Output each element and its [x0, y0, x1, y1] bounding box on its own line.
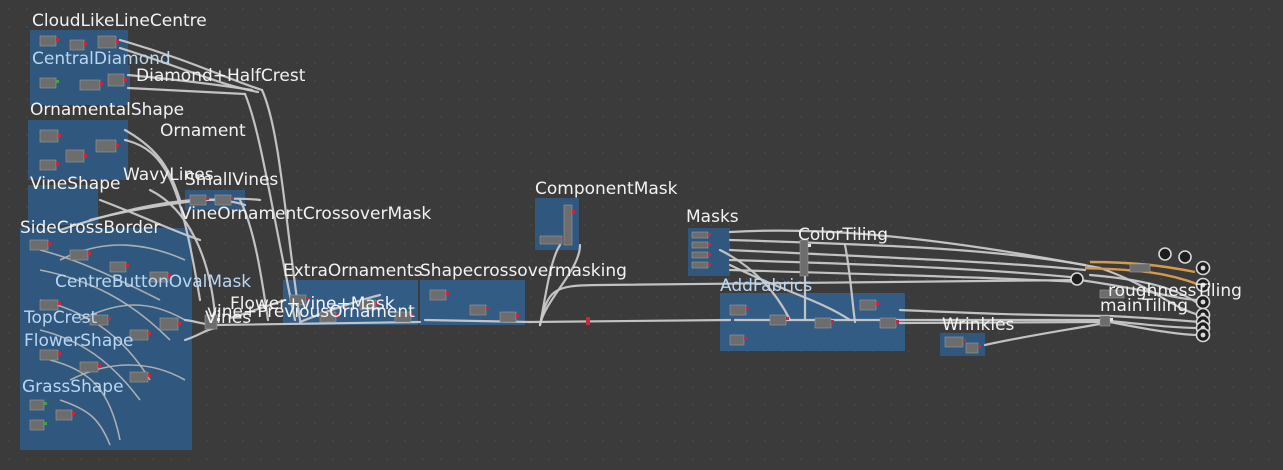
- frame-label-vine-ornament-crossover-mask: VineOrnamentCrossoverMask: [180, 204, 431, 224]
- frame-label-ornament: Ornament: [160, 121, 246, 141]
- frame-side-cross-border[interactable]: [20, 228, 192, 450]
- frame-label-side-cross-border: SideCrossBorder: [20, 218, 160, 238]
- frame-label-main-tiling: mainTiling: [1100, 296, 1188, 316]
- frame-label-roughness-tiling: roughnessTiling: [1108, 281, 1242, 301]
- frame-label-extra-ornaments: ExtraOrnaments: [283, 261, 423, 281]
- frame-label-ornamental-shape: OrnamentalShape: [30, 100, 184, 120]
- frame-label-color-tiling: ColorTiling: [798, 225, 888, 245]
- frame-label-flower-shape: FlowerShape: [24, 331, 134, 351]
- output-node-icon-1: [1200, 265, 1206, 271]
- output-node-icon-7: [1200, 332, 1206, 338]
- frame-label-masks: Masks: [686, 207, 739, 227]
- frame-label-add-fabrics: AddFabrics: [720, 276, 812, 296]
- frame-label-top-crest: TopCrest: [23, 308, 97, 328]
- output-node-icon-3: [1200, 299, 1206, 305]
- frame-label-vine-shape: VineShape: [30, 174, 120, 194]
- frame-label-vines: Vines: [205, 308, 251, 328]
- frame-label-flower-vine-mask: Flower+vine+Mask: [230, 294, 395, 314]
- connection-wires: [39, 38, 1202, 446]
- frame-vine-shape[interactable]: [28, 185, 98, 225]
- frame-label-small-vines: SmallVines: [185, 170, 278, 190]
- frame-label-wrinkles: Wrinkles: [942, 315, 1015, 335]
- frame-label-component-mask: ComponentMask: [535, 179, 678, 199]
- frame-label-vine-previous-ornament: vine+PreviousOrnament: [207, 302, 415, 322]
- frame-label-diamond-half-crest: Diamond+HalfCrest: [136, 66, 306, 86]
- frame-label-centre-button-oval-mask: CentreButtonOvalMask: [55, 272, 251, 292]
- graph-nodes: [29, 35, 1192, 431]
- output-node-icon-2: [1200, 282, 1206, 288]
- frame-label-shape-crossover-masking: Shapecrossovermasking: [420, 261, 627, 281]
- frame-label-central-diamond: CentralDiamond: [32, 49, 171, 69]
- frame-label-cloud-like-line-centre: CloudLikeLineCentre: [32, 11, 207, 31]
- frame-label-wavy-lines: WavyLines: [123, 165, 214, 185]
- frame-label-grass-shape: GrassShape: [22, 377, 124, 397]
